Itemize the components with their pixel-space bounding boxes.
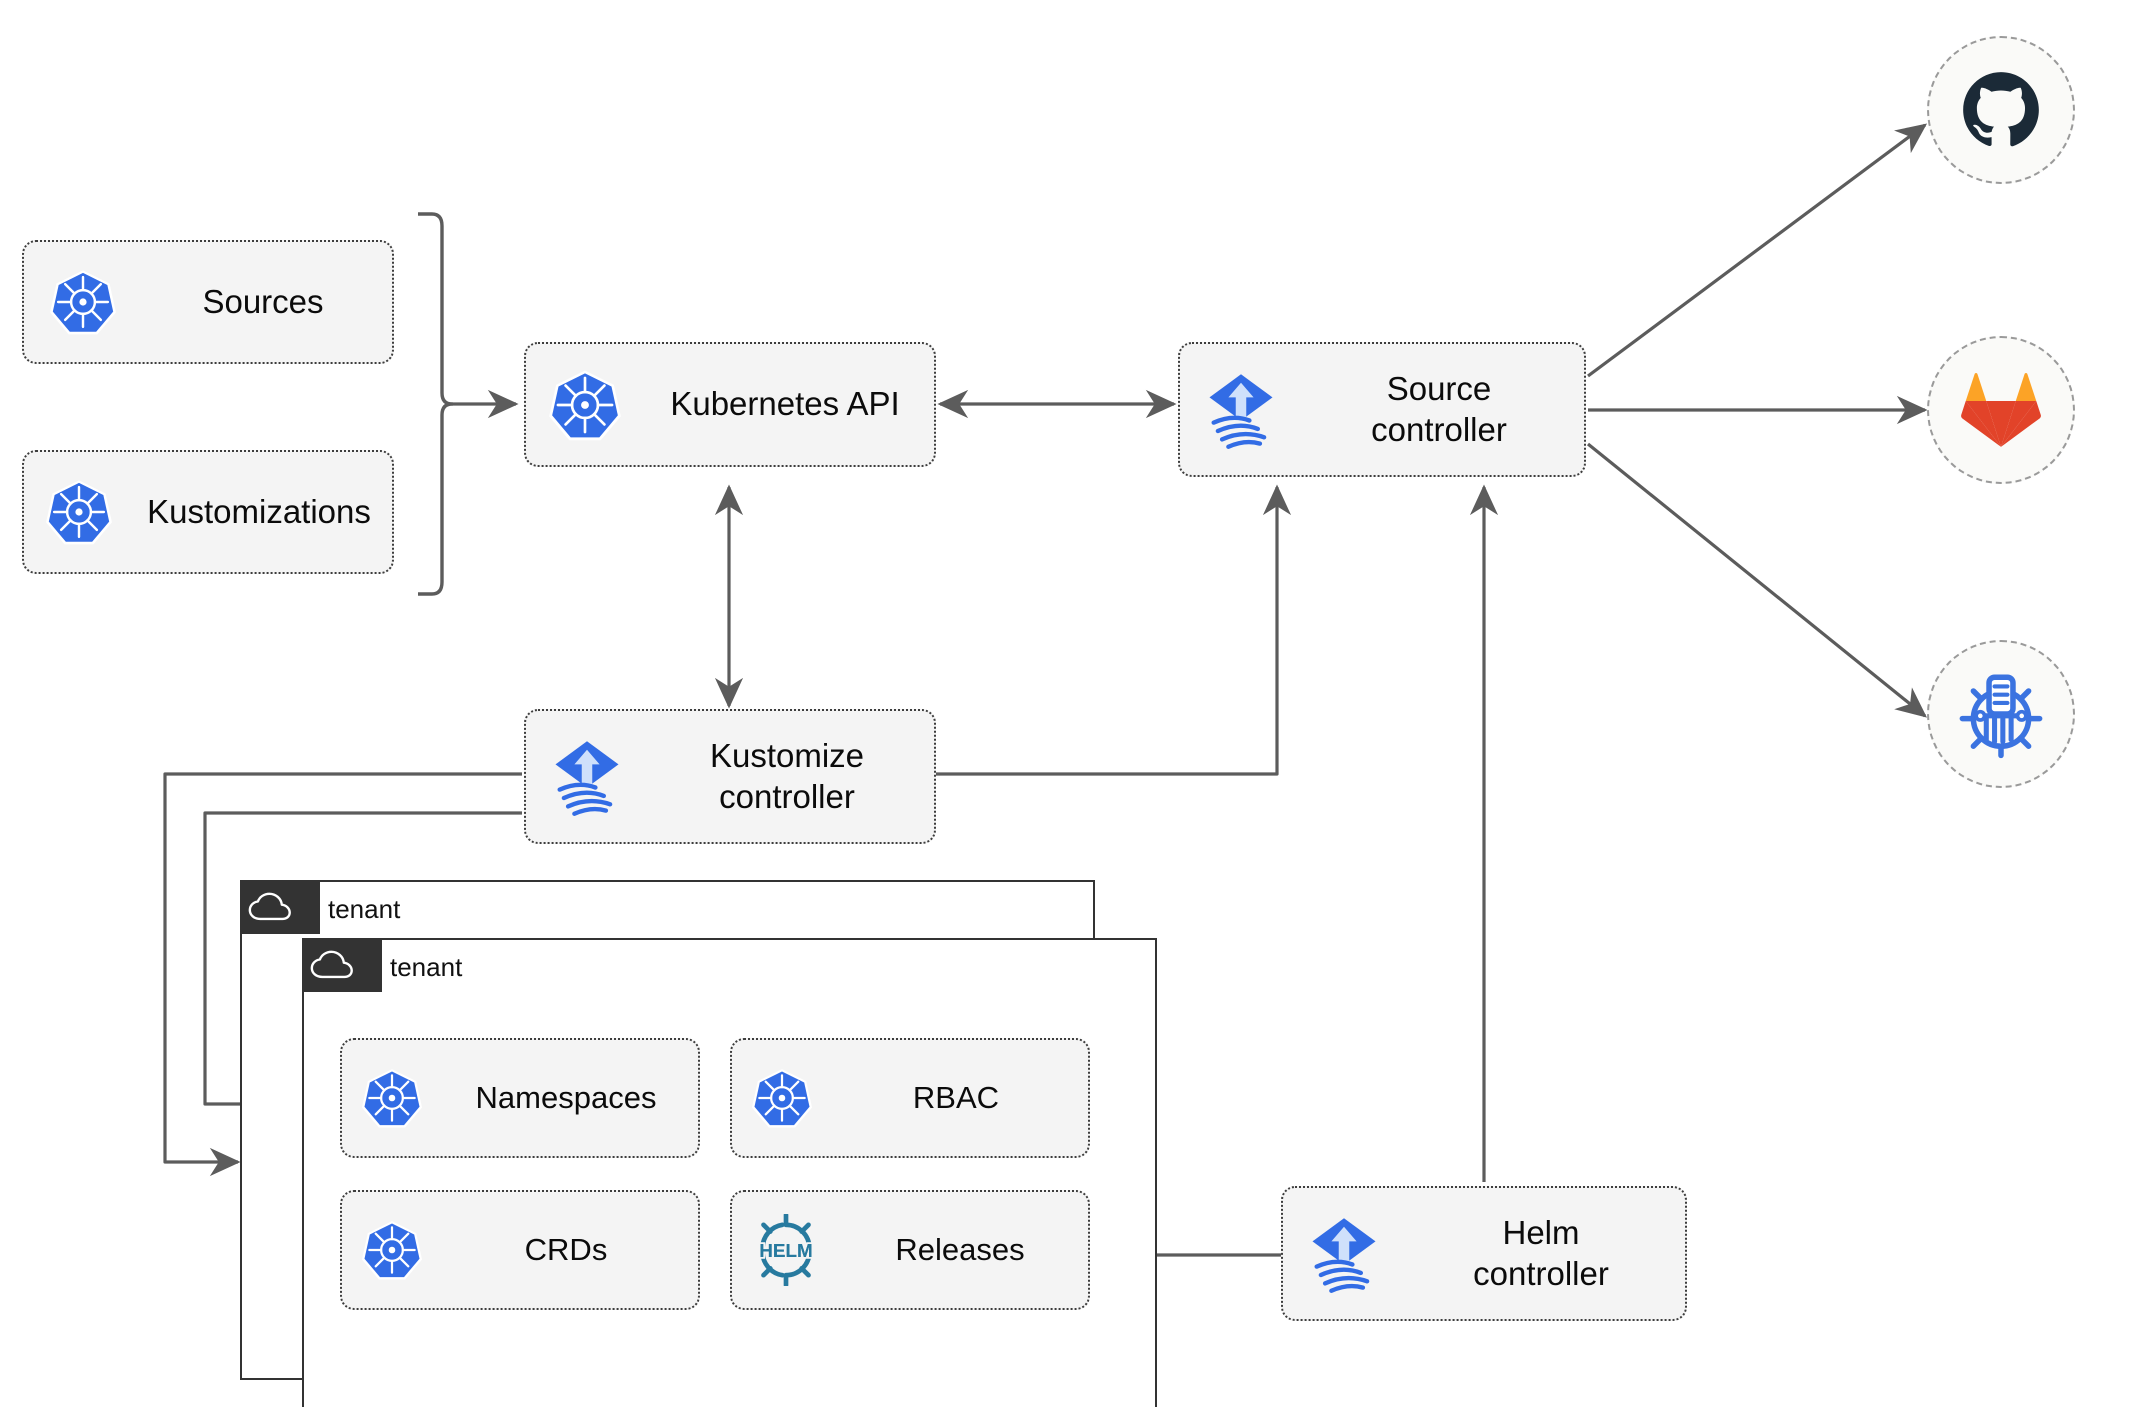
node-label: Helm controller	[1473, 1214, 1609, 1292]
svg-text:HELM: HELM	[759, 1241, 813, 1262]
node-label: Source controller	[1371, 370, 1507, 448]
node-label: RBAC	[912, 1080, 1000, 1116]
kubernetes-icon	[24, 478, 134, 546]
endpoint-github[interactable]	[1927, 36, 2075, 184]
node-namespaces[interactable]: Namespaces	[340, 1038, 700, 1158]
tenant-group-inner[interactable]: tenant	[302, 938, 1157, 1407]
node-label: Namespaces	[475, 1080, 657, 1116]
node-label: Kustomize controller	[709, 737, 865, 815]
svg-text:HELM: HELM	[759, 1241, 813, 1262]
helm-repository-icon	[1959, 674, 2043, 759]
tenant-label: tenant	[328, 893, 401, 924]
tenant-label: tenant	[390, 951, 463, 982]
flux-icon	[1283, 1212, 1405, 1296]
node-label: Releases	[895, 1232, 1025, 1268]
endpoint-gitlab[interactable]	[1927, 336, 2075, 484]
kubernetes-icon	[732, 1067, 832, 1129]
node-label: Kustomizations	[147, 492, 371, 530]
node-label: CRDs	[524, 1232, 608, 1268]
node-source-controller[interactable]: Source controller	[1178, 342, 1586, 477]
flux-icon	[1180, 368, 1302, 452]
tenant-tab	[240, 880, 320, 934]
flux-icon	[526, 735, 648, 819]
node-releases[interactable]: HELM HELM Releases	[730, 1190, 1090, 1310]
endpoint-helm-repository[interactable]	[1927, 640, 2075, 788]
node-helm-controller[interactable]: Helm controller	[1281, 1186, 1687, 1321]
kubernetes-icon	[526, 368, 644, 442]
node-rbac[interactable]: RBAC	[730, 1038, 1090, 1158]
kubernetes-icon	[24, 268, 142, 336]
node-label: Sources	[202, 282, 324, 320]
kubernetes-icon	[342, 1067, 442, 1129]
node-kustomizations[interactable]: Kustomizations	[22, 450, 394, 574]
helm-icon: HELM HELM	[732, 1214, 840, 1286]
cloud-icon	[310, 950, 353, 979]
node-kustomize-controller[interactable]: Kustomize controller	[524, 709, 936, 844]
node-kubernetes-api[interactable]: Kubernetes API	[524, 342, 936, 467]
kubernetes-icon	[342, 1219, 442, 1281]
cloud-icon	[248, 892, 291, 921]
github-icon	[1963, 72, 2039, 147]
gitlab-icon	[1961, 373, 2041, 447]
node-label: Kubernetes API	[670, 385, 900, 423]
tenant-tab	[302, 938, 382, 992]
node-sources[interactable]: Sources	[22, 240, 394, 364]
node-crds[interactable]: CRDs	[340, 1190, 700, 1310]
